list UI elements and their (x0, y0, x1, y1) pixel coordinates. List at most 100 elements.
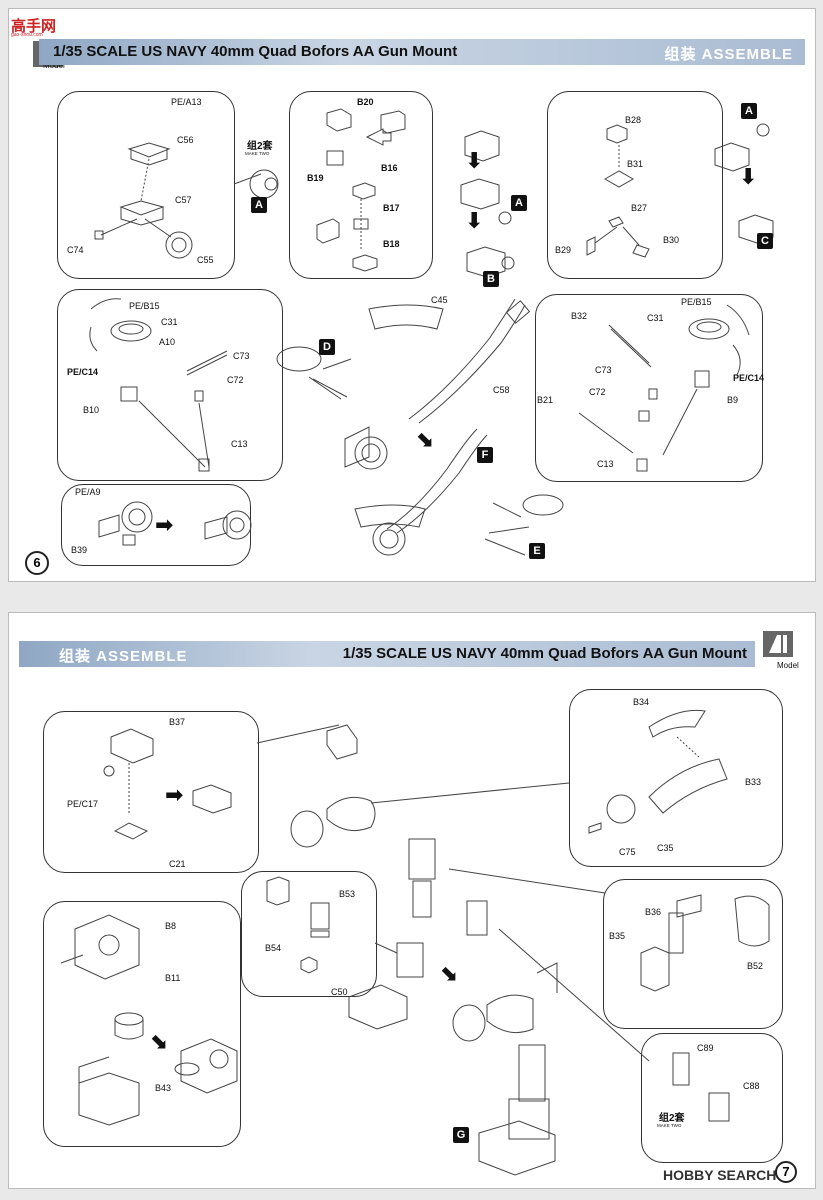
part-label: B11 (165, 973, 181, 983)
callout-bubble-3 (241, 871, 377, 997)
part-label: C75 (619, 847, 636, 857)
part-label: C50 (331, 987, 348, 997)
part-label: C56 (177, 135, 194, 145)
part-label: B39 (71, 545, 88, 555)
part-label: B28 (625, 115, 642, 125)
part-label: B43 (155, 1083, 172, 1093)
part-label: C31 (647, 313, 664, 323)
part-label: PE/A13 (171, 97, 202, 107)
assembly-drawing-page-7 (60, 709, 770, 1176)
arrow-right-icon: ➡ (165, 783, 184, 808)
section-label: 组装 ASSEMBLE (664, 46, 793, 63)
part-label: C55 (197, 255, 214, 265)
instruction-page-7: 组装 ASSEMBLE 1/35 SCALE US NAVY 40mm Quad… (8, 612, 816, 1189)
callout-bubble-4 (57, 289, 283, 481)
step-tag: B (483, 271, 499, 287)
callout-bubble-4 (43, 901, 241, 1147)
part-label: C72 (589, 387, 606, 397)
make-two-en-label: MAKE TWO (657, 1123, 682, 1128)
part-label: C57 (175, 195, 192, 205)
part-label: C13 (597, 459, 614, 469)
part-label: PE/C14 (733, 373, 765, 383)
arrow-down-right-icon: ⬊ (149, 1029, 168, 1054)
part-label: B9 (727, 395, 739, 405)
step-tag: G (453, 1127, 469, 1143)
part-label: C21 (169, 859, 186, 869)
part-label: PE/C17 (67, 799, 99, 809)
part-label: B21 (537, 395, 554, 405)
part-label: C73 (595, 365, 612, 375)
arrow-down-right-icon: ⬊ (415, 427, 434, 452)
watermark-top: 高手网 (11, 18, 57, 35)
part-label: PE/C14 (67, 367, 99, 377)
part-label: B31 (627, 159, 644, 169)
part-label: C73 (233, 351, 250, 361)
part-label: B37 (169, 717, 186, 727)
arrow-down-icon: ⬇ (739, 165, 758, 190)
step-tag: E (529, 543, 545, 559)
part-label: B27 (631, 203, 648, 213)
part-label: C72 (227, 375, 244, 385)
page-number: 6 (25, 551, 49, 575)
make-two-label: 组2套 (247, 141, 273, 152)
part-label: C13 (231, 439, 248, 449)
page-title: 1/35 SCALE US NAVY 40mm Quad Bofors AA G… (342, 645, 747, 662)
callout-bubble-1 (57, 91, 235, 279)
part-label: B53 (339, 889, 356, 899)
page-banner: 1/35 SCALE US NAVY 40mm Quad Bofors AA G… (39, 39, 805, 65)
part-label: B17 (383, 203, 400, 213)
part-label: B20 (357, 97, 374, 107)
part-label: B32 (571, 311, 588, 321)
part-label: C89 (697, 1043, 714, 1053)
part-label: C35 (657, 843, 674, 853)
part-label: B34 (633, 697, 650, 707)
part-label: B54 (265, 943, 282, 953)
watermark-bottom: HOBBY SEARCH (663, 1167, 777, 1183)
part-label: B33 (745, 777, 762, 787)
arrow-right-icon: ➡ (155, 513, 174, 538)
part-label: PE/B15 (681, 297, 712, 307)
page-title: 1/35 SCALE US NAVY 40mm Quad Bofors AA G… (53, 43, 458, 60)
callout-bubble-5 (535, 294, 763, 482)
part-label: B30 (663, 235, 680, 245)
part-label: B8 (165, 921, 177, 931)
make-two-en-label: MAKE TWO (245, 151, 270, 156)
part-label: C58 (493, 385, 510, 395)
watermark-top-url: gao-shou.com (11, 32, 43, 38)
assembly-drawing-page-6 (89, 108, 774, 556)
brand-small-text: Model (43, 61, 65, 70)
part-label: PE/A9 (75, 487, 101, 497)
part-label: C31 (161, 317, 178, 327)
instruction-page-6: 高手网 gao-shou.com Model 1/35 SCALE US NAV… (8, 8, 816, 582)
part-label: B35 (609, 931, 626, 941)
step-tag: F (477, 447, 493, 463)
part-label: C74 (67, 245, 84, 255)
page-banner: 组装 ASSEMBLE 1/35 SCALE US NAVY 40mm Quad… (19, 641, 755, 667)
callout-bubble-5 (603, 879, 783, 1029)
callout-bubble-6 (61, 484, 251, 566)
brand-logo-icon (763, 631, 793, 657)
step-tag: A (741, 103, 757, 119)
brand-small-text: Model (777, 661, 799, 670)
part-label: PE/B15 (129, 301, 160, 311)
page-number: 7 (775, 1161, 797, 1183)
part-label: C45 (431, 295, 448, 305)
step-tag: A (511, 195, 527, 211)
make-two-label: 组2套 (659, 1113, 685, 1124)
step-tag: C (757, 233, 773, 249)
part-label: B29 (555, 245, 572, 255)
callout-bubble-3 (547, 91, 723, 279)
callout-bubble-2 (569, 689, 783, 867)
part-label: C88 (743, 1081, 760, 1091)
step-tag: A (251, 197, 267, 213)
part-label: B18 (383, 239, 400, 249)
callout-bubble-6 (641, 1033, 783, 1163)
part-label: B19 (307, 173, 324, 183)
part-label: B10 (83, 405, 100, 415)
part-label: B52 (747, 961, 764, 971)
arrow-down-right-icon: ⬊ (439, 961, 458, 986)
part-label: A10 (159, 337, 176, 347)
part-label: B16 (381, 163, 398, 173)
part-label: B36 (645, 907, 662, 917)
arrow-down-icon: ⬇ (465, 149, 484, 174)
